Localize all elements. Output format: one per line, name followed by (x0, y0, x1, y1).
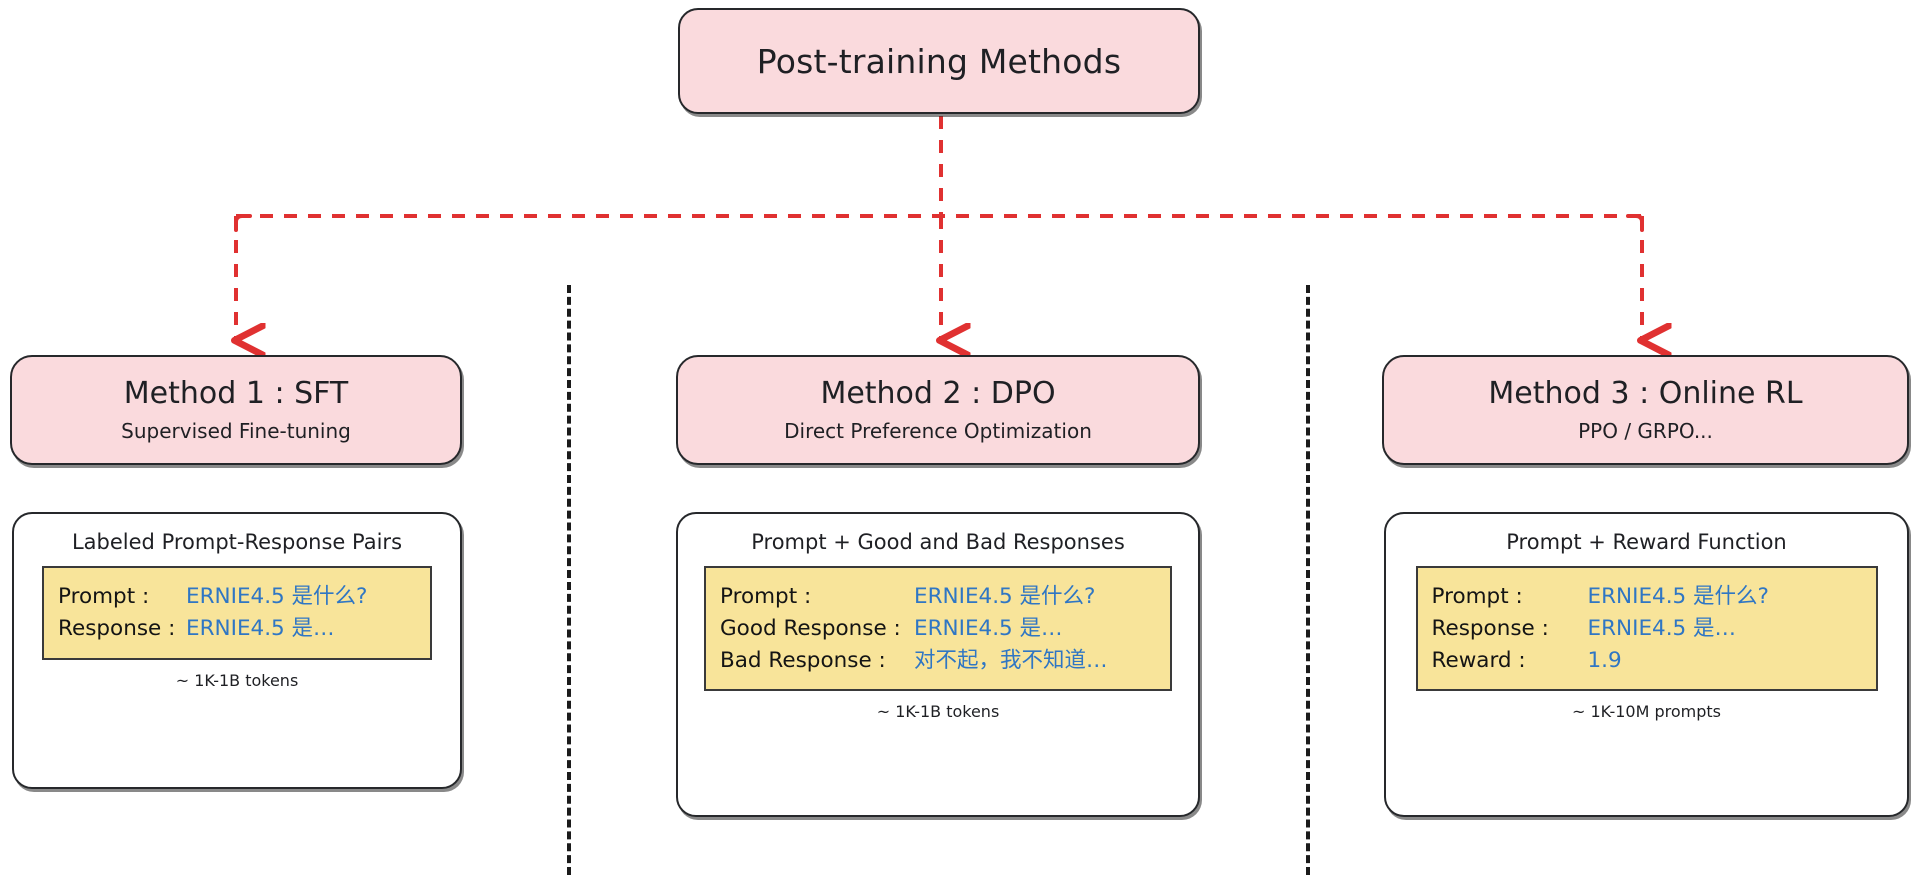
root-node[interactable]: Post-training Methods (678, 8, 1200, 114)
data-card-footnote-rl: ~ 1K-10M prompts (1571, 702, 1722, 722)
example-value: ERNIE4.5 是什么? (186, 584, 368, 609)
connector-elbow-right (1626, 214, 1644, 232)
example-label: Prompt : (58, 584, 150, 609)
column-divider-right (1306, 285, 1310, 875)
example-label: Prompt : (720, 584, 812, 609)
column-divider-left (567, 285, 571, 875)
example-row: Bad Response : 对不起，我不知道… (720, 645, 1154, 677)
method-node-sft[interactable]: Method 1 : SFT Supervised Fine-tuning (10, 355, 462, 465)
example-label: Response : (58, 615, 176, 641)
example-value: 对不起，我不知道… (914, 647, 1108, 673)
method-subtitle-dpo: Direct Preference Optimization (784, 419, 1092, 443)
data-card-sft[interactable]: Labeled Prompt-Response Pairs Prompt : E… (12, 512, 462, 789)
method-title-sft: Method 1 : SFT (123, 376, 349, 411)
example-value: 1.9 (1587, 647, 1622, 673)
example-value: ERNIE4.5 是… (186, 615, 335, 641)
example-value: ERNIE4.5 是… (1587, 615, 1737, 641)
example-row: Prompt : ERNIE4.5 是什么? (1432, 581, 1860, 613)
example-box-rl: Prompt : ERNIE4.5 是什么? Response : ERNIE4… (1415, 566, 1878, 692)
method-node-dpo[interactable]: Method 2 : DPO Direct Preference Optimiz… (676, 355, 1200, 465)
data-card-heading-sft: Labeled Prompt-Response Pairs (71, 530, 403, 554)
example-label: Bad Response : (720, 647, 886, 673)
method-title-rl: Method 3 : Online RL (1488, 376, 1803, 411)
example-row: Reward : 1.9 (1432, 645, 1860, 677)
example-label: Good Response : (720, 615, 901, 641)
example-label: Response : (1431, 615, 1549, 641)
data-card-dpo[interactable]: Prompt + Good and Bad Responses Prompt :… (676, 512, 1200, 817)
data-card-footnote-dpo: ~ 1K-1B tokens (876, 702, 1000, 722)
method-subtitle-sft: Supervised Fine-tuning (121, 419, 351, 443)
method-subtitle-rl: PPO / GRPO... (1578, 419, 1713, 443)
example-box-dpo: Prompt : ERNIE4.5 是什么? Good Response : E… (704, 566, 1172, 692)
example-row: Response : ERNIE4.5 是… (1432, 613, 1860, 645)
method-node-rl[interactable]: Method 3 : Online RL PPO / GRPO... (1382, 355, 1909, 465)
example-row: Prompt : ERNIE4.5 是什么? (58, 581, 414, 613)
example-box-sft: Prompt : ERNIE4.5 是什么? Response : ERNIE4… (42, 566, 432, 660)
example-row: Prompt : ERNIE4.5 是什么? (720, 581, 1154, 613)
root-node-title: Post-training Methods (756, 41, 1122, 81)
method-title-dpo: Method 2 : DPO (820, 376, 1056, 411)
example-value: ERNIE4.5 是… (914, 615, 1063, 641)
example-row: Good Response : ERNIE4.5 是… (720, 613, 1154, 645)
example-label: Reward : (1431, 647, 1526, 673)
example-value: ERNIE4.5 是什么? (914, 584, 1096, 609)
example-label: Prompt : (1431, 584, 1523, 609)
data-card-heading-dpo: Prompt + Good and Bad Responses (751, 530, 1125, 554)
example-value: ERNIE4.5 是什么? (1587, 584, 1769, 609)
connector-elbow-left (234, 214, 252, 232)
data-card-heading-rl: Prompt + Reward Function (1506, 530, 1787, 554)
data-card-footnote-sft: ~ 1K-1B tokens (175, 670, 299, 690)
example-row: Response : ERNIE4.5 是… (58, 613, 414, 645)
data-card-rl[interactable]: Prompt + Reward Function Prompt : ERNIE4… (1384, 512, 1909, 817)
